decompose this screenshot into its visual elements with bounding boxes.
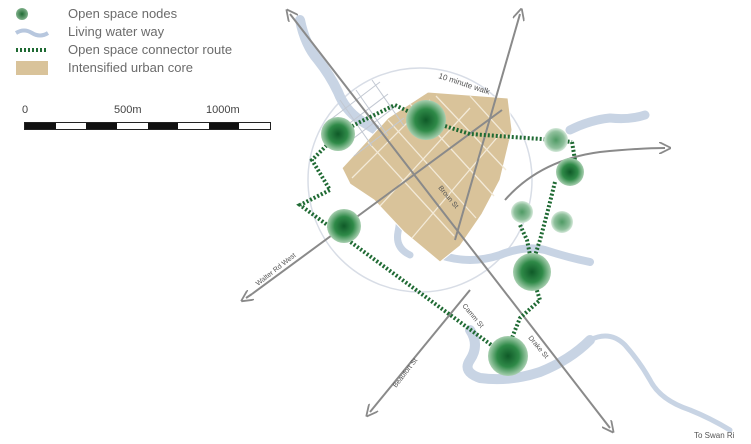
scale-bar: 0 500m 1000m	[14, 100, 271, 140]
scale-bar-graphic	[24, 122, 271, 130]
scale-label-1000: 1000m	[206, 104, 240, 116]
road-walter-rd	[251, 109, 503, 295]
legend-label: Living water way	[68, 24, 165, 39]
open-space-node	[551, 211, 573, 233]
legend-item-urban-core: Intensified urban core	[14, 60, 284, 76]
street-label-beaufort: Beaufort St	[392, 357, 419, 389]
street-label-walter-rd: Walter Rd West	[255, 252, 298, 287]
water-way-southeast	[587, 333, 733, 433]
road-east	[504, 148, 665, 201]
legend-label: Intensified urban core	[68, 60, 194, 75]
legend-label: Open space nodes	[68, 6, 178, 21]
green-circle-icon	[16, 8, 28, 20]
water-way-northeast	[565, 110, 650, 135]
legend-item-connector-route: Open space connector route	[14, 42, 284, 58]
scale-label-0: 0	[22, 104, 29, 116]
open-space-node	[544, 128, 568, 152]
connector-west-loop	[296, 132, 507, 357]
dashed-green-line-icon	[16, 48, 48, 52]
legend-label: Open space connector route	[68, 42, 233, 57]
street-label-drake: Drake St	[526, 335, 549, 360]
water-way-east	[436, 244, 594, 266]
water-line-icon	[14, 28, 50, 38]
connector-south	[530, 181, 557, 266]
map-legend: Open space nodes Living water way Open s…	[14, 6, 284, 78]
open-space-node	[406, 100, 446, 140]
destination-label: To Swan Ri	[694, 431, 735, 440]
scale-label-500: 500m	[114, 104, 142, 116]
legend-item-open-space-nodes: Open space nodes	[14, 6, 284, 22]
open-space-node	[488, 336, 528, 376]
tan-block-icon	[16, 61, 48, 75]
road-walter-west-end	[246, 294, 252, 298]
open-space-node	[511, 201, 533, 223]
open-space-node	[556, 158, 584, 186]
open-space-node	[321, 117, 355, 151]
open-space-nodes	[321, 100, 584, 376]
roads	[246, 14, 665, 428]
road-north	[454, 14, 520, 241]
legend-item-living-water-way: Living water way	[14, 24, 284, 40]
road-beaufort	[370, 289, 471, 412]
connector-east	[425, 118, 573, 144]
road-diagonal-main	[290, 14, 610, 428]
open-space-node	[513, 253, 551, 291]
open-space-node	[327, 209, 361, 243]
